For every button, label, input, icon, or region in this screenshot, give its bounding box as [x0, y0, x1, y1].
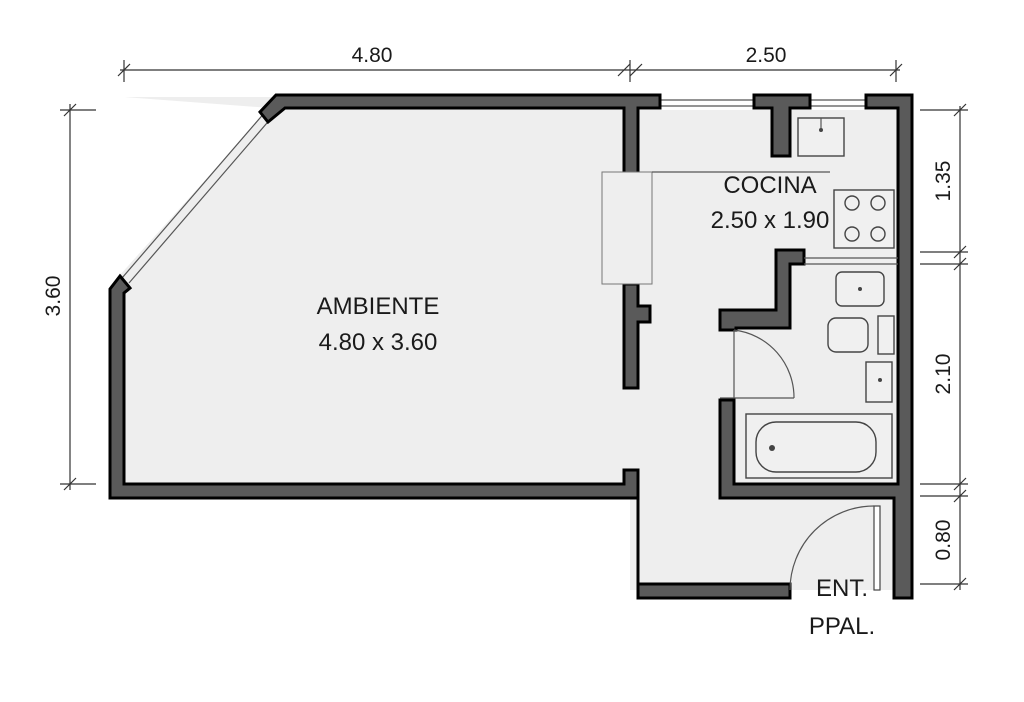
- dimension-lines: [60, 60, 968, 591]
- bathroom-door: [720, 329, 795, 399]
- room-ambiente-name: AMBIENTE: [317, 293, 440, 320]
- room-cocina-size: 2.50 x 1.90: [711, 207, 830, 234]
- top-openings: [660, 99, 866, 107]
- entrance-door: [789, 505, 881, 591]
- dim-top-left: 4.80: [352, 44, 393, 67]
- diagonal-window: [121, 110, 274, 284]
- entrance-label-line2: PPAL.: [809, 613, 875, 640]
- bathroom-sink: [865, 361, 893, 403]
- bathtub: [745, 413, 893, 479]
- floor-area: [110, 97, 905, 590]
- room-ambiente-size: 4.80 x 3.60: [319, 329, 438, 356]
- stove: [833, 189, 895, 249]
- bidet: [835, 271, 885, 307]
- kitchen-counter: [601, 171, 653, 285]
- entrance-label-line1: ENT.: [816, 575, 868, 602]
- room-cocina-name: COCINA: [723, 172, 816, 199]
- dim-right-top: 1.35: [932, 161, 955, 202]
- dim-left: 3.60: [42, 276, 65, 317]
- kitchen-sink: [797, 117, 845, 157]
- toilet: [827, 315, 895, 355]
- walls: [108, 93, 914, 600]
- dim-top-right: 2.50: [746, 44, 787, 67]
- dim-right-middle: 2.10: [932, 354, 955, 395]
- dim-right-bottom: 0.80: [932, 520, 955, 561]
